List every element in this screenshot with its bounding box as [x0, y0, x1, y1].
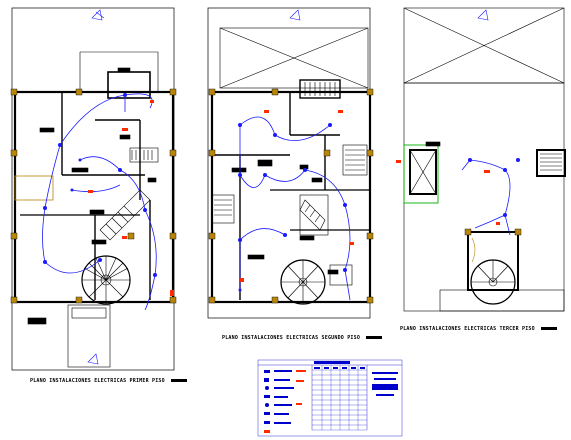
caption-text: PLANO INSTALACIONES ELECTRICAS TERCER PI… — [400, 326, 535, 332]
north-arrow-icon — [289, 9, 301, 21]
plan-caption-first: PLANO INSTALACIONES ELECTRICAS PRIMER PI… — [30, 378, 187, 384]
plan-third-floor — [396, 7, 566, 312]
north-arrow-icon — [477, 9, 489, 21]
scale-bar — [170, 379, 187, 382]
plan-caption-second: PLANO INSTALACIONES ELECTRICAS SEGUNDO P… — [222, 335, 383, 341]
plan-second-floor — [207, 7, 374, 319]
spiral-stair-second — [280, 259, 326, 305]
plan-first-floor — [10, 7, 177, 371]
scale-bar — [540, 327, 557, 330]
legend-table — [257, 359, 403, 437]
caption-text: PLANO INSTALACIONES ELECTRICAS PRIMER PI… — [30, 378, 165, 384]
scale-bar — [366, 336, 383, 339]
plan-caption-third: PLANO INSTALACIONES ELECTRICAS TERCER PI… — [400, 326, 557, 332]
spiral-stair-first — [81, 255, 131, 305]
north-arrow-icon — [87, 353, 99, 365]
caption-text: PLANO INSTALACIONES ELECTRICAS SEGUNDO P… — [222, 335, 361, 341]
north-arrow-icon — [91, 9, 105, 21]
